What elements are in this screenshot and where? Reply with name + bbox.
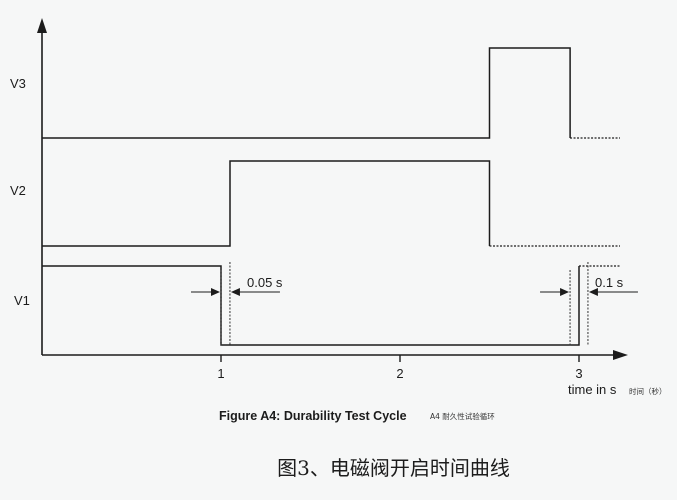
annotation-0-1s: 0.1 s [595, 275, 624, 290]
series-v3-trace [42, 47, 571, 139]
figure-caption-cn: 图3、电磁阀开启时间曲线 [277, 456, 510, 480]
annotation-1-arrow-left-head [560, 288, 570, 296]
annotation-0-arrow-left-head [211, 288, 220, 296]
annotation-0-arrow-right-head [230, 288, 240, 296]
timing-chart: 1 2 3 V3 V2 V1 time in s 时间（秒） 0.05 s 0.1 … [10, 18, 667, 423]
series-label-v1: V1 [14, 293, 30, 308]
series-label-v2: V2 [10, 183, 26, 198]
y-axis-arrow [37, 18, 47, 33]
annotation-1-arrow-right-head [588, 288, 598, 296]
x-tick-label-3: 3 [575, 366, 582, 381]
series-label-v3: V3 [10, 76, 26, 91]
x-axis-arrow [613, 350, 628, 360]
annotation-0-05s: 0.05 s [247, 275, 283, 290]
x-tick-label-1: 1 [217, 366, 224, 381]
figure-caption-en: Figure A4: Durability Test Cycle [219, 409, 407, 423]
series-v2-trace [42, 160, 491, 247]
figure-caption-en-small: A4 耐久性试验循环 [430, 411, 495, 421]
x-axis-label: time in s [568, 382, 617, 397]
x-tick-label-2: 2 [396, 366, 403, 381]
x-axis-label-cn: 时间（秒） [629, 386, 667, 396]
series-v1-trace [42, 265, 580, 346]
